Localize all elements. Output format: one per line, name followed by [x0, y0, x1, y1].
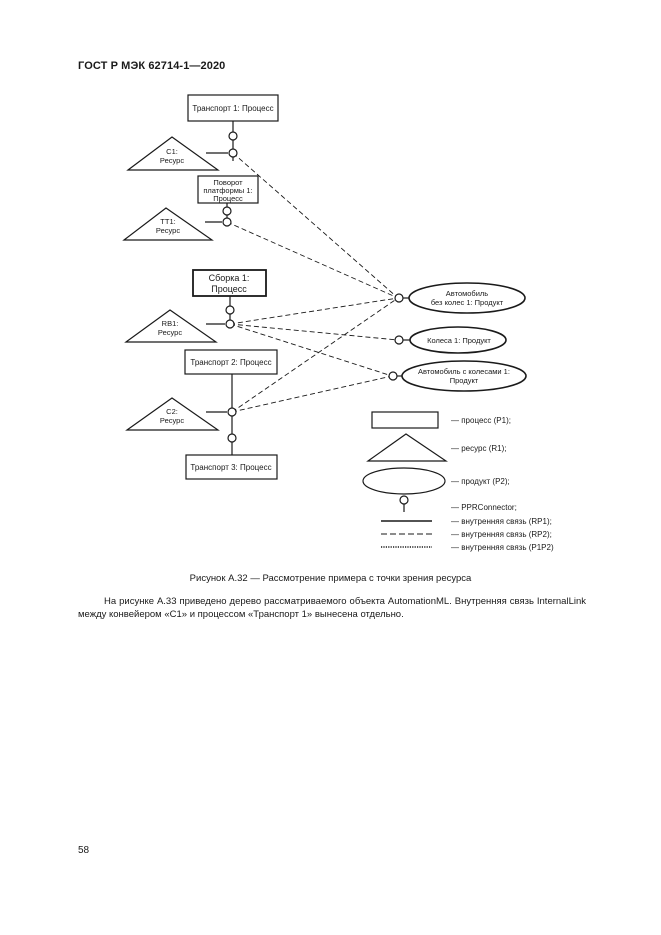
legend-product-shape	[362, 467, 446, 495]
resource-c1	[126, 136, 220, 171]
link-c1-car	[232, 152, 399, 299]
body-paragraph: На рисунке А.33 приведено дерево рассмат…	[78, 596, 586, 620]
product-car-no-wheels	[408, 282, 526, 314]
label-assembly1-l2: Процесс	[211, 284, 247, 294]
connector-icon	[227, 407, 237, 417]
document-header: ГОСТ Р МЭК 62714-1—2020	[78, 60, 226, 72]
link-c2-carwheels	[231, 375, 393, 413]
link-tt1-car	[226, 221, 399, 299]
legend-product-label: — продукт (P2);	[451, 477, 510, 486]
legend-connector-icon	[399, 495, 409, 505]
resource-rb1	[124, 309, 218, 343]
process-transport3	[185, 454, 278, 480]
label-transport3: Транспорт 3: Процесс	[190, 463, 271, 472]
label-car-no-wheels-l1: Автомобиль	[446, 289, 489, 298]
process-turntable1	[197, 175, 259, 204]
label-assembly1-l1: Сборка 1:	[209, 273, 250, 283]
label-car-with-wheels-l2: Продукт	[450, 376, 479, 385]
label-tt1-l2: Ресурс	[156, 226, 180, 235]
legend-p1p2-label: — внутренняя связь (P1P2)	[451, 543, 554, 552]
figure-caption: Рисунок А.32 — Рассмотрение примера с то…	[189, 573, 472, 584]
legend-connector-label: — PPRConnector;	[451, 503, 517, 512]
connector-icon	[225, 319, 235, 329]
resource-tt1	[122, 207, 214, 241]
connector-icon	[394, 335, 404, 345]
connector-icon	[227, 433, 237, 443]
process-assembly1	[192, 269, 267, 297]
product-wheels	[409, 326, 507, 354]
resource-c2	[125, 397, 220, 431]
legend-rp2-label: — внутренняя связь (RP2);	[451, 530, 552, 539]
connector-icon	[225, 305, 235, 315]
link-rb1-carwheels	[229, 323, 393, 377]
label-car-no-wheels-l2: без колес 1: Продукт	[431, 298, 504, 307]
label-turntable1-l2: платформы 1:	[203, 186, 252, 195]
connector-icon	[228, 131, 238, 141]
legend-rp1-label: — внутренняя связь (RP1);	[451, 517, 552, 526]
ppr-diagram: Транспорт 1: Процесс Поворот платформы 1…	[122, 94, 554, 552]
label-c2-l2: Ресурс	[160, 416, 184, 425]
label-turntable1-l3: Процесс	[213, 194, 243, 203]
connector-icon	[222, 206, 232, 216]
link-rb1-wheels	[229, 323, 399, 341]
connector-icon	[394, 293, 404, 303]
label-tt1-l1: TT1:	[160, 217, 175, 226]
process-transport1	[187, 94, 279, 122]
page-number: 58	[78, 845, 90, 856]
label-c2-l1: C2:	[166, 407, 178, 416]
link-c2-car	[231, 297, 399, 413]
product-car-with-wheels	[401, 360, 527, 392]
connector-icon	[228, 148, 238, 158]
link-rb1-car	[229, 297, 399, 325]
legend-process-label: — процесс (P1);	[451, 416, 511, 425]
label-wheels: Колеса 1: Продукт	[427, 336, 491, 345]
connector-icon	[222, 217, 232, 227]
label-transport2: Транспорт 2: Процесс	[190, 358, 271, 367]
label-rb1-l1: RB1:	[162, 319, 179, 328]
process-transport2	[184, 349, 278, 375]
label-c1-l1: C1:	[166, 147, 178, 156]
label-transport1: Транспорт 1: Процесс	[192, 104, 273, 113]
legend-resource-label: — ресурс (R1);	[451, 444, 506, 453]
legend-resource-shape	[366, 433, 448, 462]
label-turntable1-l1: Поворот	[213, 178, 243, 187]
label-car-with-wheels-l1: Автомобиль с колесами 1:	[418, 367, 510, 376]
label-rb1-l2: Ресурс	[158, 328, 182, 337]
label-c1-l2: Ресурс	[160, 156, 184, 165]
connector-icon	[388, 371, 398, 381]
legend-process-shape	[371, 411, 439, 429]
